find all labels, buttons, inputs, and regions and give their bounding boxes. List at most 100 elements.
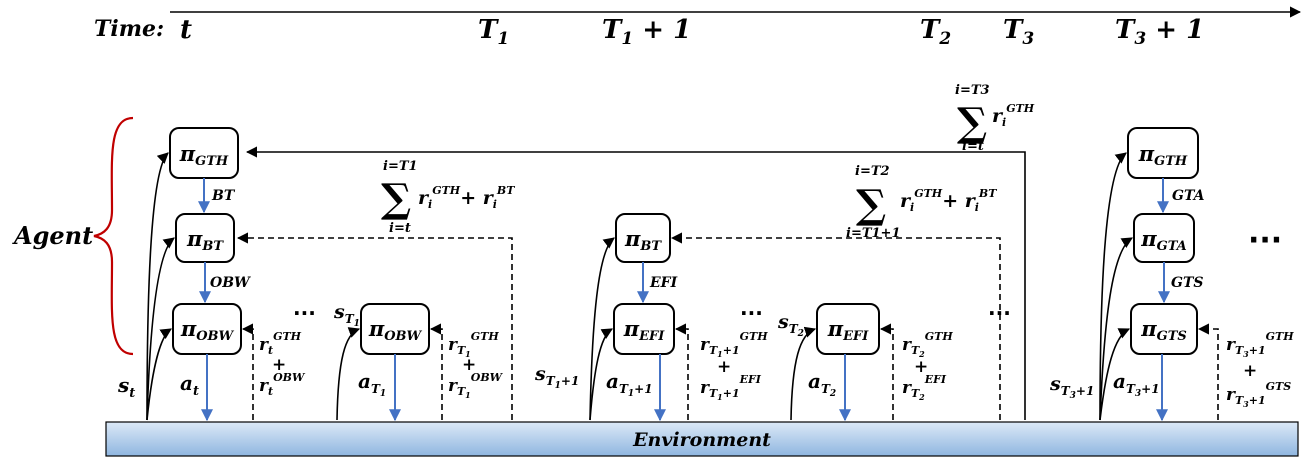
- svg-text:+: +: [1243, 361, 1257, 381]
- edge-label-obw: OBW: [210, 275, 251, 291]
- action-label-aT2: aT2: [808, 369, 836, 399]
- policy-bt-box-1: [175, 213, 235, 263]
- policy-gth-label-2: πGTH: [1138, 141, 1188, 169]
- policy-efi-box-2: [816, 303, 880, 355]
- state-to-bt-2: [589, 237, 615, 421]
- obw-block-T1: πOBW sT1 aT1 rT1GTH + rT1OBW: [333, 301, 504, 422]
- svg-text:rT1+1EFI: rT1+1EFI: [700, 373, 762, 402]
- hierarchy-block-2: πBT EFI πEFI sT1+1 aT1+1 rT1+1GTH + rT1+…: [534, 213, 768, 422]
- time-marks: t T1 T1 + 1 T2 T3 T3 + 1: [180, 15, 1204, 49]
- time-mark-T1-plus-1: T1 + 1: [602, 15, 691, 49]
- svg-text:i=T2: i=T2: [855, 164, 890, 179]
- svg-text:rT2GTH: rT2GTH: [902, 330, 953, 359]
- policy-obw-label-2: πOBW: [368, 316, 423, 344]
- svg-text:rT1OBW: rT1OBW: [448, 371, 504, 400]
- state-to-efi-1: [589, 328, 613, 421]
- svg-text:+: +: [717, 357, 731, 377]
- policy-gts-box: [1130, 303, 1198, 355]
- state-to-gth-1: [146, 152, 169, 421]
- environment-bar: [105, 421, 1299, 457]
- policy-efi-box-1: [613, 303, 675, 355]
- time-mark-t: t: [180, 15, 192, 45]
- reward-label-t: rtGTH + rtOBW: [259, 330, 306, 398]
- svg-text:i=T1+1: i=T1+1: [846, 226, 901, 241]
- svg-text:+: +: [272, 355, 286, 375]
- svg-text:∑: ∑: [856, 181, 886, 228]
- svg-text:riGTH: riGTH: [992, 102, 1035, 129]
- svg-text:∑: ∑: [381, 175, 411, 222]
- svg-text:i=t: i=t: [389, 221, 411, 236]
- action-label-aT1: aT1: [358, 369, 386, 399]
- sum-reward-3: i=T3 ∑ i=t riGTH: [955, 83, 1035, 154]
- sum-reward-2: i=T2 ∑ i=T1+1 riGTH+ riBT: [846, 164, 997, 241]
- policy-gth-label-1: πGTH: [179, 141, 229, 169]
- hierarchy-block-3: πGTH GTA πGTA GTS πGTS sT3+1 aT3+1 rT3+1…: [1049, 127, 1294, 422]
- state-label-sT1: sT1: [333, 301, 360, 329]
- state-label-st: st: [117, 373, 135, 401]
- svg-text:i=t: i=t: [962, 139, 984, 154]
- time-label: Time:: [94, 16, 164, 42]
- reward-feedback-efi-2: [879, 323, 894, 420]
- svg-text:rtOBW: rtOBW: [259, 371, 306, 398]
- policy-gts-label: πGTS: [1140, 316, 1187, 344]
- state-to-gts: [1099, 328, 1131, 421]
- ellipsis-3: ···: [988, 301, 1011, 325]
- agent-label: Agent: [12, 221, 93, 250]
- state-to-efi-2: [790, 326, 817, 421]
- timeline: Time: t T1 T1 + 1 T2 T3 T3 + 1: [94, 6, 1302, 49]
- svg-text:i=T1: i=T1: [383, 159, 418, 174]
- hierarchy-block-1: πGTH BT πBT OBW πOBW st at rtGTH + rtOBW: [117, 127, 306, 422]
- edge-label-bt: BT: [211, 188, 236, 204]
- reward-feedback-obw-1: [241, 323, 254, 420]
- svg-text:riGTH+ riBT: riGTH+ riBT: [418, 184, 515, 211]
- state-to-obw-1: [146, 328, 172, 421]
- policy-obw-label-1: πOBW: [180, 316, 235, 344]
- state-to-gta: [1099, 237, 1133, 421]
- state-label-sT3p1: sT3+1: [1049, 373, 1094, 401]
- action-label-aT1p1: aT1+1: [606, 369, 653, 399]
- svg-text:riGTH+ riBT: riGTH+ riBT: [900, 187, 997, 214]
- time-mark-T3: T3: [1003, 15, 1034, 49]
- action-label-at: at: [180, 371, 199, 399]
- ellipsis-4: ···: [1248, 223, 1282, 258]
- reward-label-T3p1: rT3+1GTH + rT3+1GTS: [1226, 330, 1294, 409]
- ellipsis-2: ···: [740, 301, 763, 325]
- ellipsis-1: ···: [293, 301, 316, 325]
- reward-feedback-obw-2: [429, 323, 443, 420]
- edge-label-efi: EFI: [649, 275, 678, 291]
- time-mark-T1: T1: [478, 15, 509, 49]
- time-mark-T2: T2: [920, 15, 951, 49]
- svg-text:∑: ∑: [957, 99, 987, 146]
- svg-text:rT1+1GTH: rT1+1GTH: [700, 330, 768, 359]
- svg-text:rT1GTH: rT1GTH: [448, 330, 499, 359]
- reward-label-T2: rT2GTH + rT2EFI: [902, 330, 953, 402]
- svg-text:+: +: [462, 355, 476, 375]
- environment-label: Environment: [632, 429, 771, 451]
- environment: Environment: [105, 421, 1299, 457]
- svg-text:+: +: [914, 357, 928, 377]
- reward-label-T1: rT1GTH + rT1OBW: [448, 330, 504, 400]
- bt-reward-feedback-2: [670, 232, 1001, 420]
- state-to-bt-1: [146, 237, 175, 421]
- bt-reward-feedback-1: [236, 232, 513, 420]
- svg-text:i=T3: i=T3: [955, 83, 990, 98]
- policy-efi-label-1: πEFI: [623, 316, 666, 344]
- state-to-gth-2: [1099, 152, 1127, 421]
- reward-label-T1p1: rT1+1GTH + rT1+1EFI: [700, 330, 768, 402]
- policy-bt-label-1: πBT: [186, 226, 224, 254]
- reward-feedback-efi-1: [674, 323, 689, 420]
- svg-text:rT3+1GTS: rT3+1GTS: [1226, 380, 1291, 409]
- state-to-obw-2: [336, 327, 361, 421]
- efi-block-T2: πEFI sT2 aT2 rT2GTH + rT2EFI: [777, 303, 953, 422]
- sum-reward-1: i=T1 ∑ i=t riGTH+ riBT: [381, 159, 515, 236]
- policy-efi-label-2: πEFI: [827, 316, 870, 344]
- gth-reward-feedback-line: [245, 146, 1026, 420]
- edge-label-gts: GTS: [1171, 275, 1203, 291]
- agent-brace: [93, 116, 134, 356]
- state-label-sT2: sT2: [777, 311, 804, 339]
- edge-label-gta: GTA: [1172, 188, 1205, 204]
- time-mark-T3-plus-1: T3 + 1: [1115, 15, 1204, 49]
- reward-feedback-gts: [1197, 323, 1219, 420]
- policy-gta-label: πGTA: [1140, 226, 1187, 254]
